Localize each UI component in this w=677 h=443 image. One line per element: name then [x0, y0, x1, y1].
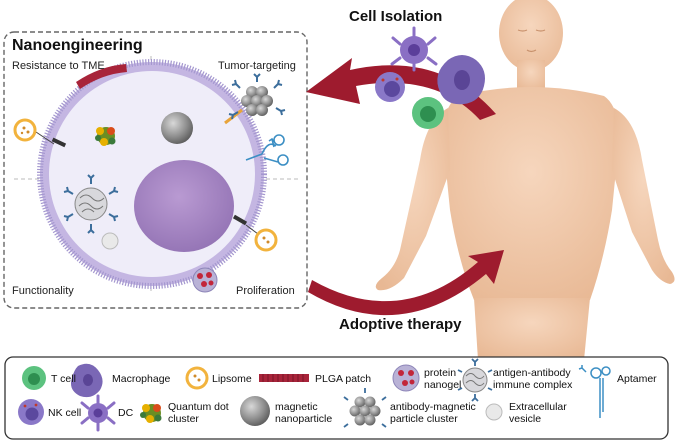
- engineered-cell: [37, 59, 267, 289]
- quantum-dot-cluster: [95, 127, 116, 146]
- legend-label-nanogel: protein nanogel: [424, 367, 462, 391]
- magnetic-cluster-icon: [343, 388, 387, 428]
- adoptive-therapy-arrow: [308, 250, 504, 316]
- immune-complex: [63, 174, 119, 234]
- nk-cell-icon: [18, 399, 44, 425]
- quadrant-label-proliferation: Proliferation: [236, 285, 295, 297]
- protein-nanogel-icon: [392, 364, 420, 392]
- t-cell-icon: [22, 366, 46, 390]
- adoptive-therapy-label: Adoptive therapy: [339, 316, 462, 333]
- legend-label-nk-cell: NK cell: [48, 407, 82, 419]
- quadrant-label-functionality: Functionality: [12, 285, 74, 297]
- quadrant-label-targeting: Tumor-targeting: [218, 60, 296, 72]
- legend-label-magnetic-cluster: antibody-magnetic particle cluster: [390, 401, 476, 425]
- quadrant-label-resistance: Resistance to TME: [12, 60, 105, 72]
- face-features: [517, 29, 546, 53]
- macrophage-icon: [71, 363, 103, 398]
- immune-complex-icon: [457, 358, 493, 402]
- cell-isolation-arrow: [306, 58, 496, 120]
- legend-label-aptamer: Aptamer: [617, 373, 657, 385]
- legend-label-dc: DC: [118, 407, 134, 419]
- legend-label-plga: PLGA patch: [315, 373, 372, 385]
- legend-label-immune-complex: antigen-antibody immune complex: [493, 367, 573, 391]
- liposome-anchored-right: [232, 214, 278, 252]
- legend-box: [4, 356, 669, 440]
- legend-label-liposome: Lipsome: [212, 373, 252, 385]
- plga-patch-on-cell: [76, 64, 127, 89]
- antibody-magnetic-cluster: [224, 73, 286, 125]
- cell-isolation-label: Cell Isolation: [349, 8, 443, 25]
- aptamer-icon: [578, 365, 611, 418]
- nucleus: [134, 160, 234, 252]
- vesicle-icon: [485, 403, 503, 421]
- isolated-macrophage: [437, 55, 485, 105]
- protein-nanogel: [192, 267, 218, 293]
- legend-label-quantum-dot: Quantum dot cluster: [168, 401, 229, 425]
- dc-icon: [80, 394, 116, 432]
- legend-label-macrophage: Macrophage: [112, 373, 171, 385]
- isolated-dc: [390, 26, 438, 72]
- magnetic-nanoparticle: [161, 112, 193, 144]
- legend-label-t-cell: T cell: [51, 373, 76, 385]
- plga-patch-icon: [259, 374, 309, 382]
- quantum-dot-icon: [140, 404, 162, 423]
- isolated-nk-cell: [375, 72, 405, 102]
- nanoengineering-panel: [3, 31, 308, 309]
- legend-label-vesicle: Extracellular vesicle: [509, 401, 567, 425]
- magnetic-nanoparticle-icon: [240, 396, 270, 426]
- legend-label-magnetic-nanoparticle: magnetic nanoparticle: [275, 401, 333, 425]
- isolated-t-cell: [412, 97, 444, 129]
- liposome-icon: [185, 366, 209, 390]
- aptamer-on-cell: [245, 134, 289, 166]
- extracellular-vesicle: [101, 232, 119, 250]
- panel-title: Nanoengineering: [12, 37, 143, 54]
- liposome-anchored: [13, 118, 67, 148]
- human-body: [375, 0, 675, 360]
